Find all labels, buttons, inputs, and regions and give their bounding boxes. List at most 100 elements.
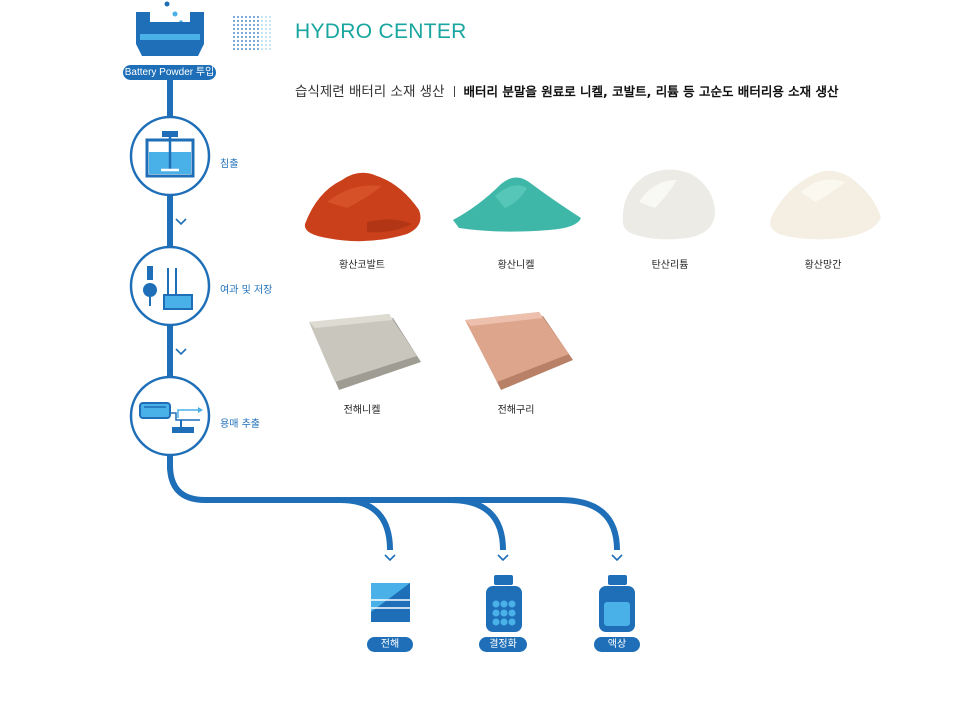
decoration-dot <box>253 16 255 18</box>
material-manganese-sulfate: 황산망간 <box>753 162 893 271</box>
decoration-dot <box>269 32 271 34</box>
manganese-sulfate-powder-image <box>769 170 881 240</box>
decoration-dot <box>265 36 267 38</box>
decoration-dot <box>249 32 251 34</box>
decoration-dot <box>237 16 239 18</box>
decoration-dot <box>241 48 243 50</box>
decoration-dot <box>253 20 255 22</box>
decoration-dot <box>265 28 267 30</box>
decoration-dot <box>249 28 251 30</box>
step-label-filtration: 여과 및 저장 <box>220 285 273 296</box>
liquid-bottle-icon <box>599 575 635 632</box>
decoration-dot <box>269 16 271 18</box>
decoration-dot <box>249 24 251 26</box>
output-label-electrolysis: 전해 <box>367 637 413 652</box>
chevron-down-icon <box>175 218 187 226</box>
decoration-dot <box>253 24 255 26</box>
material-electrolytic-nickel: 전해니켈 <box>292 312 432 416</box>
input-label-pill: Battery Powder 투입 <box>123 65 216 80</box>
electrolytic-copper-plate-image <box>465 312 573 390</box>
decoration-dot <box>261 44 263 46</box>
decoration-dot <box>261 48 263 50</box>
decoration-dot <box>257 20 259 22</box>
decoration-dot <box>257 24 259 26</box>
leaching-tank-icon <box>145 131 195 178</box>
decoration-dot <box>241 20 243 22</box>
step-filtration-circle <box>129 245 211 327</box>
decoration-dot <box>245 24 247 26</box>
decoration-dot <box>257 28 259 30</box>
decoration-dot <box>257 40 259 42</box>
decoration-dot <box>233 24 235 26</box>
chevron-down-icon <box>611 554 623 562</box>
decoration-dot <box>269 40 271 42</box>
decoration-dot <box>237 20 239 22</box>
decoration-dot <box>249 44 251 46</box>
decoration-dot <box>241 44 243 46</box>
decoration-dot <box>249 48 251 50</box>
decoration-dot <box>245 44 247 46</box>
decoration-dot <box>253 32 255 34</box>
decoration-dot <box>233 36 235 38</box>
decoration-dot <box>237 44 239 46</box>
decoration-dot <box>265 20 267 22</box>
decoration-dot <box>241 32 243 34</box>
decoration-dot <box>237 24 239 26</box>
filtration-icon <box>143 266 193 310</box>
solvent-extraction-icon <box>139 402 203 433</box>
material-name: 황산니켈 <box>497 260 535 271</box>
decoration-dot <box>265 32 267 34</box>
decoration-dot <box>237 40 239 42</box>
material-name: 탄산리튬 <box>651 260 689 271</box>
decoration-dot <box>253 40 255 42</box>
decoration-dot <box>233 20 235 22</box>
decoration-dot <box>265 24 267 26</box>
decoration-dot <box>265 48 267 50</box>
subtitle-main: 습식제련 배터리 소재 생산 <box>295 84 445 100</box>
nickel-sulfate-powder-image <box>452 177 581 232</box>
page-title: HYDRO CENTER <box>295 20 467 43</box>
decoration-dot <box>257 32 259 34</box>
decoration-dot <box>241 16 243 18</box>
decoration-dot <box>237 28 239 30</box>
decoration-dot <box>261 36 263 38</box>
material-name: 황산망간 <box>804 260 842 271</box>
decoration-dot <box>265 16 267 18</box>
decoration-dot <box>241 28 243 30</box>
subtitle-separator <box>453 86 455 97</box>
material-lithium-carbonate: 탄산리튬 <box>600 162 740 271</box>
decoration-dot <box>245 28 247 30</box>
chevron-down-icon <box>384 554 396 562</box>
branch-flow-line <box>167 464 620 551</box>
step-leaching-circle <box>129 115 211 197</box>
decoration-dot <box>261 24 263 26</box>
decoration-dot <box>261 40 263 42</box>
decoration-dot <box>253 48 255 50</box>
decoration-dot <box>233 40 235 42</box>
electrolysis-plate-icon <box>371 583 410 622</box>
decoration-dot <box>245 48 247 50</box>
decoration-dot <box>269 44 271 46</box>
decoration-dot <box>233 32 235 34</box>
decoration-dot <box>249 20 251 22</box>
dot-pattern-decoration <box>232 14 274 52</box>
decoration-dot <box>233 28 235 30</box>
electrolytic-nickel-plate-image <box>309 314 421 390</box>
decoration-dot <box>257 48 259 50</box>
cobalt-sulfate-powder-image <box>304 172 421 242</box>
decoration-dot <box>261 16 263 18</box>
decoration-dot <box>253 44 255 46</box>
output-label-liquid: 액상 <box>594 637 640 652</box>
decoration-dot <box>245 20 247 22</box>
material-nickel-sulfate: 황산니켈 <box>446 162 586 271</box>
decoration-dot <box>245 16 247 18</box>
output-label-crystallization: 결정화 <box>479 637 527 652</box>
decoration-dot <box>261 20 263 22</box>
decoration-dot <box>257 44 259 46</box>
decoration-dot <box>261 28 263 30</box>
decoration-dot <box>269 48 271 50</box>
decoration-dot <box>249 40 251 42</box>
material-name: 전해니켈 <box>343 405 381 416</box>
